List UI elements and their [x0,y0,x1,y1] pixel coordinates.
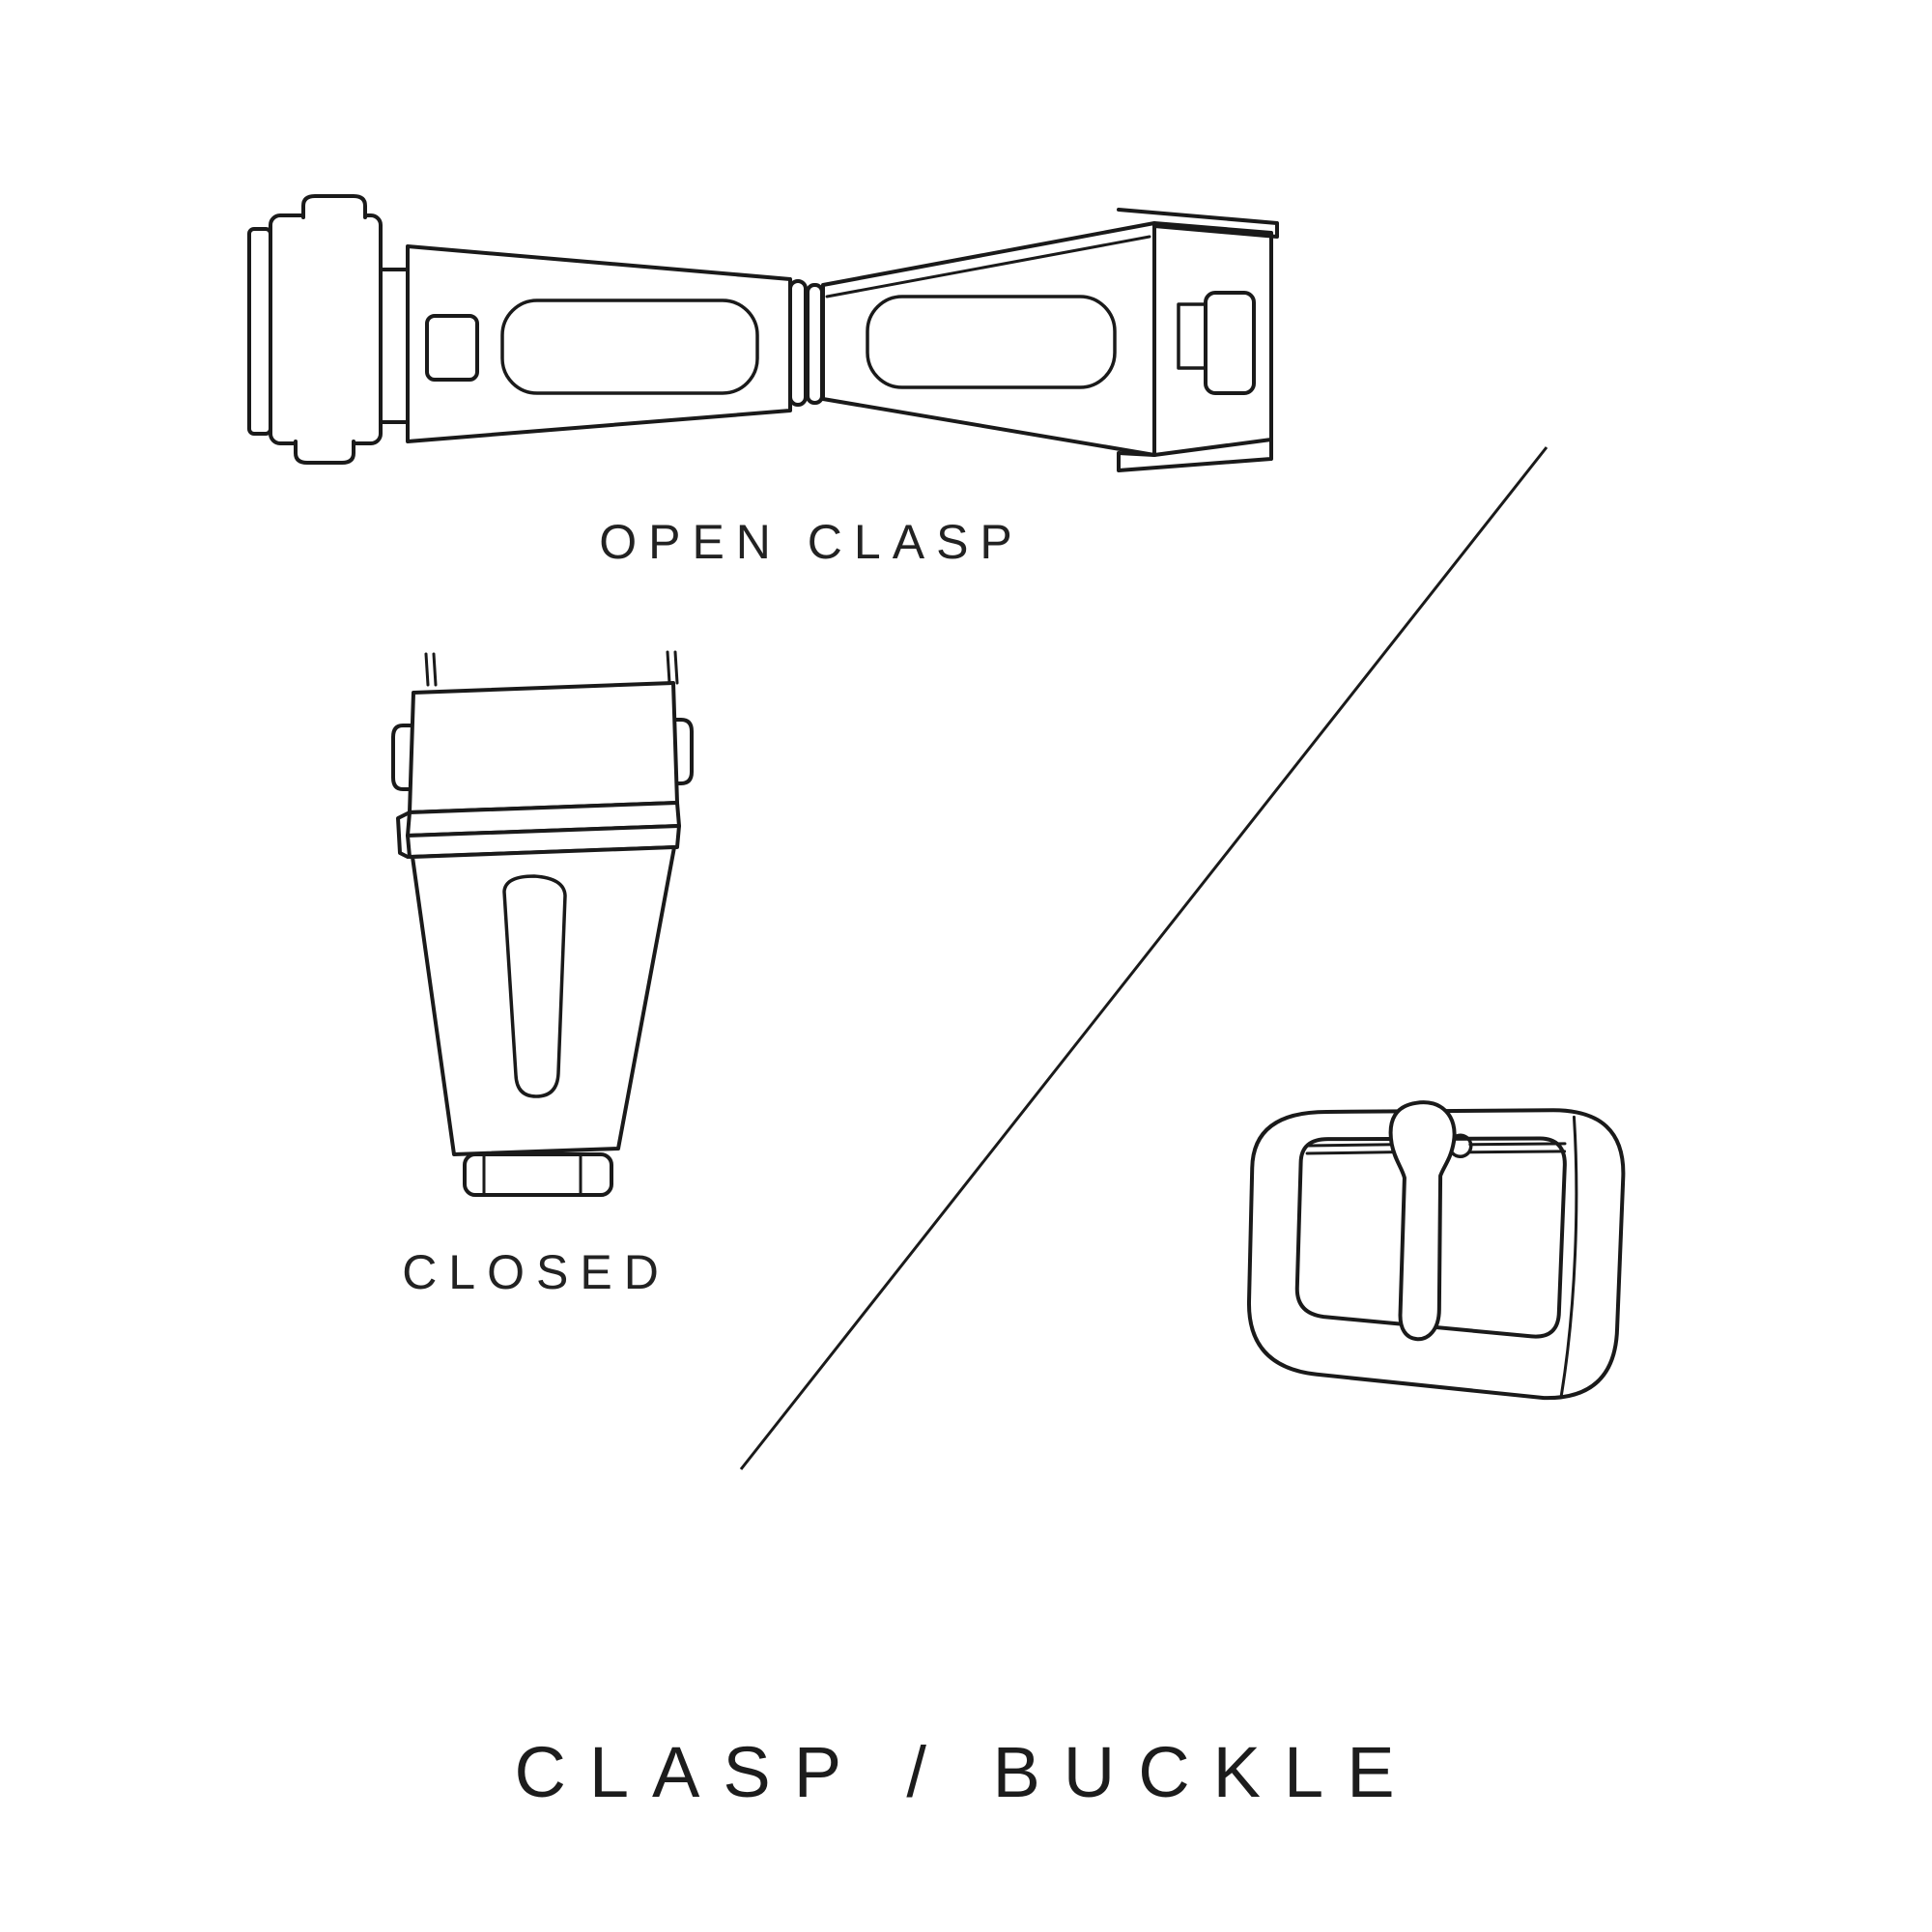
open-clasp-figure [222,179,1294,483]
closed-clasp-icon [391,650,694,1197]
buckle-icon [1247,1100,1626,1401]
page-title: CLASP / BUCKLE [514,1732,1418,1812]
closed-clasp-figure [382,642,700,1208]
buckle-figure [1227,1077,1642,1430]
closed-clasp-label: CLOSED [402,1245,670,1299]
open-clasp-label: OPEN CLASP [599,515,1024,569]
open-clasp-icon [247,194,1279,472]
